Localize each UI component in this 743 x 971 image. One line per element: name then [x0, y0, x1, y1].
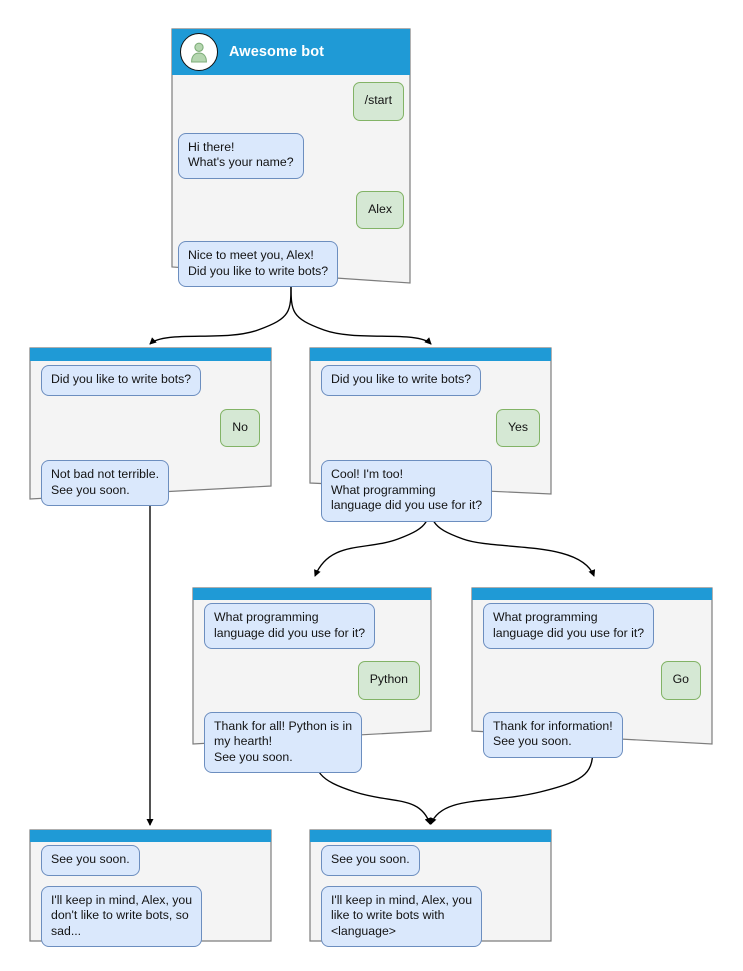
- message-row: Alex: [178, 190, 404, 229]
- bot-message-bubble[interactable]: See you soon.: [321, 845, 420, 876]
- message-row: I'll keep in mind, Alex, you don't like …: [41, 885, 260, 947]
- node-content: Awesome bot /start Hi there! What's your…: [168, 25, 414, 287]
- bot-message-bubble[interactable]: Thank for all! Python is in my hearth! S…: [204, 711, 363, 773]
- message-row: /start: [178, 82, 404, 121]
- node-did-you-like-no[interactable]: Did you like to write bots? No Not bad n…: [29, 347, 272, 506]
- node-content: See you soon. I'll keep in mind, Alex, y…: [309, 829, 552, 947]
- node-awesome-bot[interactable]: Awesome bot /start Hi there! What's your…: [168, 25, 414, 287]
- message-row: Did you like to write bots?: [321, 365, 540, 396]
- message-row: I'll keep in mind, Alex, you like to wri…: [321, 885, 540, 947]
- message-row: Go: [483, 661, 701, 700]
- message-row: Hi there! What's your name?: [178, 132, 404, 179]
- bot-message-bubble[interactable]: Did you like to write bots?: [321, 365, 482, 396]
- bot-message-bubble[interactable]: I'll keep in mind, Alex, you don't like …: [41, 885, 203, 947]
- user-message-bubble[interactable]: Alex: [356, 190, 404, 229]
- bot-message-bubble[interactable]: What programming language did you use fo…: [204, 603, 376, 649]
- node-language-python[interactable]: What programming language did you use fo…: [192, 587, 432, 773]
- bot-message-bubble[interactable]: Not bad not terrible. See you soon.: [41, 460, 170, 506]
- node-language-go[interactable]: What programming language did you use fo…: [471, 587, 713, 758]
- message-row: Cool! I'm too! What programming language…: [321, 460, 540, 522]
- user-message-bubble[interactable]: /start: [352, 82, 404, 121]
- message-row: Nice to meet you, Alex! Did you like to …: [178, 241, 404, 287]
- message-row: Thank for all! Python is in my hearth! S…: [204, 711, 420, 773]
- node-content: See you soon. I'll keep in mind, Alex, y…: [29, 829, 272, 947]
- message-row: Yes: [321, 408, 540, 447]
- user-message-bubble[interactable]: No: [220, 408, 260, 447]
- node-end-happy[interactable]: See you soon. I'll keep in mind, Alex, y…: [309, 829, 552, 947]
- bot-message-bubble[interactable]: What programming language did you use fo…: [483, 603, 655, 649]
- node-title-text: Awesome bot: [229, 44, 325, 60]
- node-content: What programming language did you use fo…: [192, 587, 432, 773]
- bot-message-bubble[interactable]: I'll keep in mind, Alex, you like to wri…: [321, 885, 483, 947]
- message-row: What programming language did you use fo…: [483, 603, 701, 649]
- message-row: See you soon.: [321, 845, 540, 876]
- bot-message-bubble[interactable]: See you soon.: [41, 845, 140, 876]
- user-avatar-icon: [180, 33, 218, 71]
- node-header: Awesome bot: [168, 29, 414, 75]
- bot-message-bubble[interactable]: Thank for information! See you soon.: [483, 711, 623, 758]
- bot-message-bubble[interactable]: Hi there! What's your name?: [178, 132, 304, 179]
- message-row: Python: [204, 661, 420, 700]
- user-message-bubble[interactable]: Python: [357, 661, 420, 700]
- message-row: What programming language did you use fo…: [204, 603, 420, 649]
- message-row: Thank for information! See you soon.: [483, 711, 701, 758]
- user-message-bubble[interactable]: Go: [660, 661, 701, 700]
- message-list: See you soon. I'll keep in mind, Alex, y…: [29, 845, 272, 957]
- node-end-sad[interactable]: See you soon. I'll keep in mind, Alex, y…: [29, 829, 272, 947]
- message-row: See you soon.: [41, 845, 260, 876]
- message-list: Did you like to write bots? No Not bad n…: [29, 365, 272, 516]
- node-did-you-like-yes[interactable]: Did you like to write bots? Yes Cool! I'…: [309, 347, 552, 522]
- message-row: Did you like to write bots?: [41, 365, 260, 396]
- message-list: /start Hi there! What's your name? Alex …: [168, 82, 414, 297]
- user-message-bubble[interactable]: Yes: [495, 408, 540, 447]
- bot-message-bubble[interactable]: Did you like to write bots?: [41, 365, 202, 396]
- message-list: See you soon. I'll keep in mind, Alex, y…: [309, 845, 552, 957]
- bot-message-bubble[interactable]: Cool! I'm too! What programming language…: [321, 460, 493, 522]
- node-content: What programming language did you use fo…: [471, 587, 713, 758]
- message-row: No: [41, 408, 260, 447]
- message-list: What programming language did you use fo…: [192, 603, 432, 783]
- node-content: Did you like to write bots? No Not bad n…: [29, 347, 272, 506]
- bot-message-bubble[interactable]: Nice to meet you, Alex! Did you like to …: [178, 241, 339, 287]
- message-list: Did you like to write bots? Yes Cool! I'…: [309, 365, 552, 532]
- message-list: What programming language did you use fo…: [471, 603, 713, 768]
- message-row: Not bad not terrible. See you soon.: [41, 460, 260, 506]
- node-content: Did you like to write bots? Yes Cool! I'…: [309, 347, 552, 522]
